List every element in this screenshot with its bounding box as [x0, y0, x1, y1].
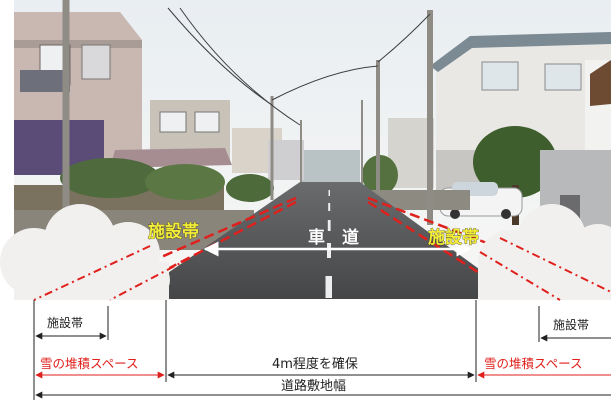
power-lines [167, 7, 431, 126]
left-facility-dimension-label: 施設帯 [47, 315, 83, 330]
dimension-lines [33, 300, 611, 400]
road-surface [130, 182, 520, 299]
right-facility-dimension-label: 施設帯 [553, 317, 589, 332]
right-snow-pile [478, 204, 611, 300]
left-facility-zone-label: 施設帯 [148, 221, 199, 242]
right-houses [360, 32, 611, 230]
carriageway-width-label: 4m程度を確保 [272, 356, 358, 372]
right-facility-zone-label: 施設帯 [428, 227, 479, 248]
right-snow-space-label: 雪の堆積スペース [484, 356, 583, 371]
carriageway-label: 車 道 [308, 227, 359, 248]
road-land-width-label: 道路敷地幅 [281, 378, 346, 394]
utility-poles [62, 0, 433, 230]
left-snow-dashes [33, 245, 191, 301]
left-snow-space-label: 雪の堆積スペース [40, 356, 139, 371]
right-snow-dashes [479, 237, 611, 301]
left-snow-pile [0, 204, 170, 300]
